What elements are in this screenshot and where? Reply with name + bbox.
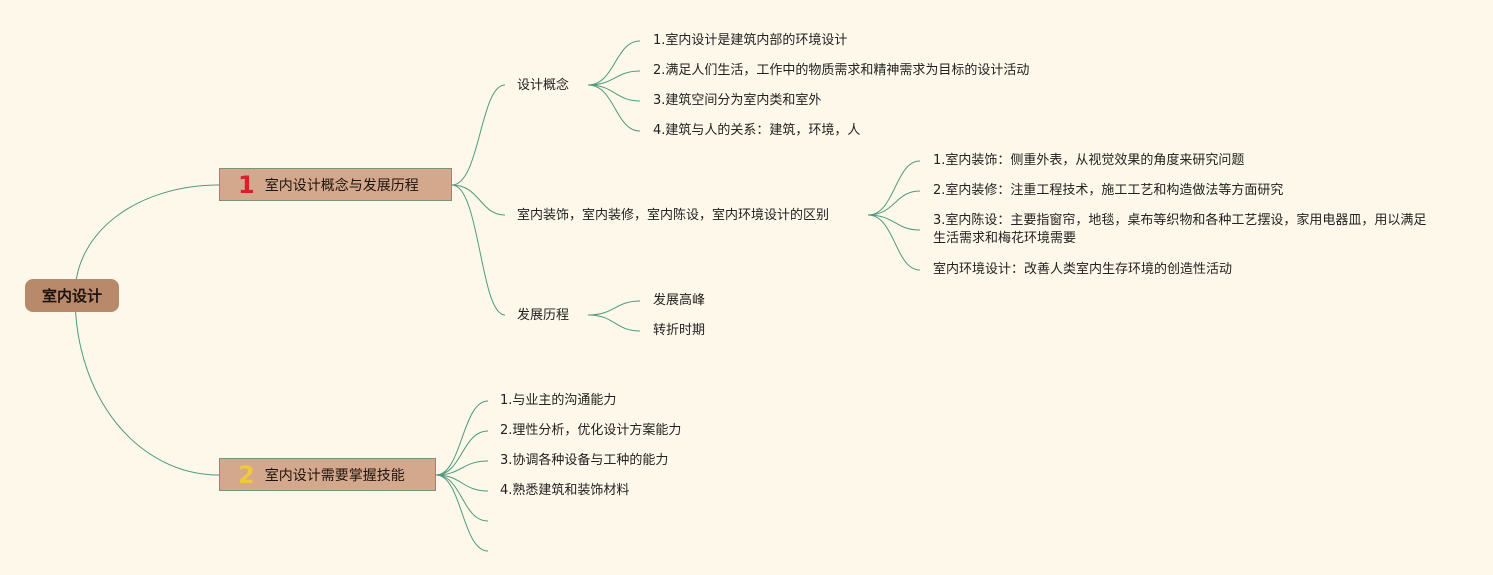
leaf-concept-2[interactable]: 2.满足人们生活，工作中的物质需求和精神需求为目标的设计活动 — [653, 63, 1030, 78]
leaf-diff-1[interactable]: 1.室内装饰：侧重外表，从视觉效果的角度来研究问题 — [933, 153, 1245, 168]
leaf-diff-4[interactable]: 室内环境设计：改善人类室内生存环境的创造性活动 — [933, 262, 1233, 277]
branch-2-label: 室内设计需要掌握技能 — [264, 467, 405, 484]
leaf-skill-4[interactable]: 4.熟悉建筑和装饰材料 — [500, 483, 630, 498]
link-b1-concept — [451, 84, 506, 186]
link-b1-diff — [451, 184, 506, 216]
topic-history[interactable]: 发展历程 — [517, 308, 570, 323]
link-root-branch-2 — [74, 294, 220, 476]
branch-1-label: 室内设计概念与发展历程 — [264, 177, 419, 194]
leaf-concept-4[interactable]: 4.建筑与人的关系：建筑，环境，人 — [653, 123, 861, 138]
number-2-icon: 2 — [238, 460, 255, 489]
topic-differences[interactable]: 室内装饰，室内装修，室内陈设，室内环境设计的区别 — [517, 208, 830, 223]
link-root-branch-1 — [74, 184, 220, 296]
leaf-skill-1[interactable]: 1.与业主的沟通能力 — [500, 393, 617, 408]
leaf-diff-2[interactable]: 2.室内装修：注重工程技术，施工工艺和构造做法等方面研究 — [933, 183, 1284, 198]
root-node[interactable]: 室内设计 — [25, 279, 119, 312]
branch-2-node[interactable]: 2 室内设计需要掌握技能 — [219, 458, 436, 491]
branch-1-node[interactable]: 1 室内设计概念与发展历程 — [219, 168, 452, 201]
number-1-icon: 1 — [238, 170, 255, 199]
leaf-history-2[interactable]: 转折时期 — [653, 323, 706, 338]
leaf-skill-3[interactable]: 3.协调各种设备与工种的能力 — [500, 453, 669, 468]
leaf-diff-3[interactable]: 3.室内陈设：主要指窗帘，地毯，桌布等织物和各种工艺摆设，家用电器皿，用以满足生… — [933, 213, 1427, 246]
root-label: 室内设计 — [41, 287, 102, 305]
leaf-skill-2[interactable]: 2.理性分析，优化设计方案能力 — [500, 423, 682, 438]
leaf-concept-3[interactable]: 3.建筑空间分为室内类和室外 — [653, 93, 822, 108]
leaf-history-1[interactable]: 发展高峰 — [653, 293, 706, 308]
topic-design-concept[interactable]: 设计概念 — [517, 78, 570, 93]
leaf-concept-1[interactable]: 1.室内设计是建筑内部的环境设计 — [653, 33, 848, 48]
link-b1-history — [451, 184, 506, 316]
